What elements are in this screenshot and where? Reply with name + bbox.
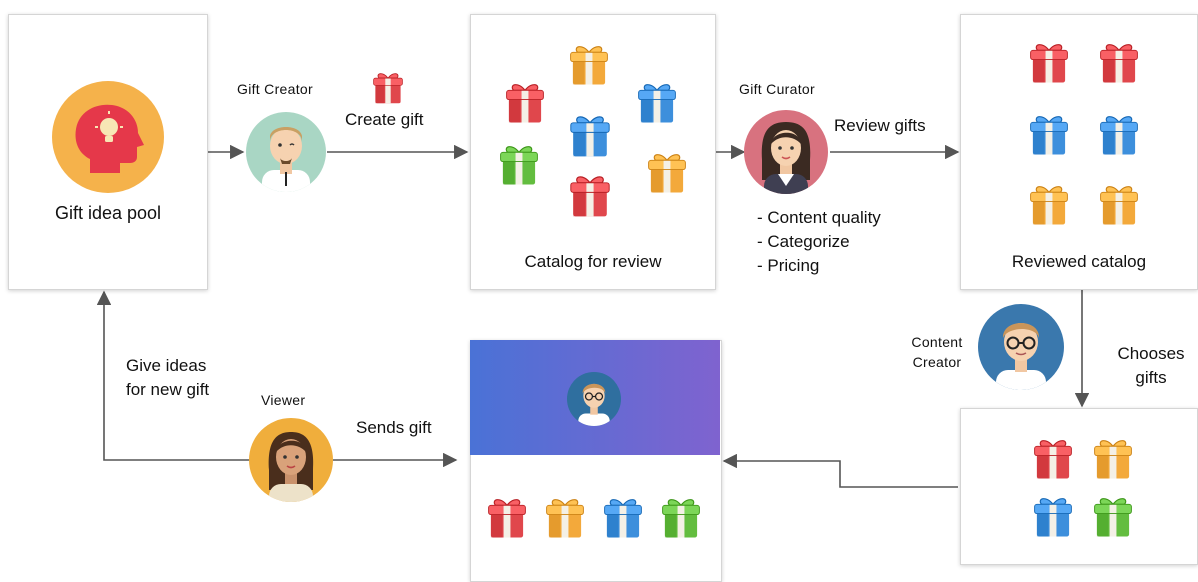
gift-creator-role-label: Gift Creator <box>237 81 313 97</box>
reviewed-catalog-label: Reviewed catalog <box>1011 252 1147 271</box>
gift-icon <box>662 499 700 538</box>
gift-creator-avatar <box>246 112 326 192</box>
create-gift-label: Create gift <box>345 110 424 129</box>
gift-icon <box>506 84 544 123</box>
gift-icon <box>570 46 608 85</box>
idea-head-icon <box>52 81 164 193</box>
gift-icon <box>1100 44 1138 83</box>
gift-icon <box>500 146 538 185</box>
gift-curator-avatar <box>744 110 828 194</box>
give-ideas-label: Give ideas for new gift <box>126 356 210 399</box>
arrow-choice-to-stream <box>722 453 958 488</box>
gift-icon <box>1034 498 1072 537</box>
gift-idea-pool-label: Gift idea pool <box>54 203 162 223</box>
sends-gift-label: Sends gift <box>356 418 432 437</box>
chooses-gifts-label: Chooses gifts <box>1117 344 1185 387</box>
gift-curator-role-label: Gift Curator <box>739 81 815 97</box>
gift-icon <box>1094 440 1132 479</box>
content-creator-role-label: Content Creator <box>911 334 963 370</box>
viewer-role-label: Viewer <box>261 392 306 408</box>
criteria-item: - Categorize <box>757 232 850 251</box>
gift-icon <box>373 73 403 104</box>
gift-icon <box>1030 116 1068 155</box>
gift-icon <box>488 499 526 538</box>
chosen-gifts-box <box>960 408 1198 565</box>
reviewed-catalog-box: Reviewed catalog <box>960 14 1198 290</box>
gift-icon <box>1094 498 1132 537</box>
gift-icon <box>1100 186 1138 225</box>
gift-icon <box>638 84 676 123</box>
gift-icon <box>570 176 610 217</box>
review-gifts-label: Review gifts <box>834 116 926 135</box>
gift-icon <box>1034 440 1072 479</box>
gift-icon <box>1030 44 1068 83</box>
gift-icon <box>648 154 686 193</box>
content-creator-avatar <box>978 304 1064 390</box>
gift-icon <box>570 116 610 157</box>
criteria-item: - Content quality <box>757 208 881 227</box>
gift-icon <box>546 499 584 538</box>
gift-icon <box>604 499 642 538</box>
gift-icon <box>1030 186 1068 225</box>
criteria-item: - Pricing <box>757 256 820 275</box>
viewer-avatar <box>249 418 333 502</box>
arrow-viewer-to-pool <box>96 290 250 461</box>
catalog-for-review-label: Catalog for review <box>524 252 662 271</box>
gift-icon <box>1100 116 1138 155</box>
streamer-avatar <box>567 372 621 426</box>
review-criteria-list: - Content quality - Categorize - Pricing <box>757 206 881 278</box>
gift-idea-pool-box: Gift idea pool <box>8 14 208 290</box>
